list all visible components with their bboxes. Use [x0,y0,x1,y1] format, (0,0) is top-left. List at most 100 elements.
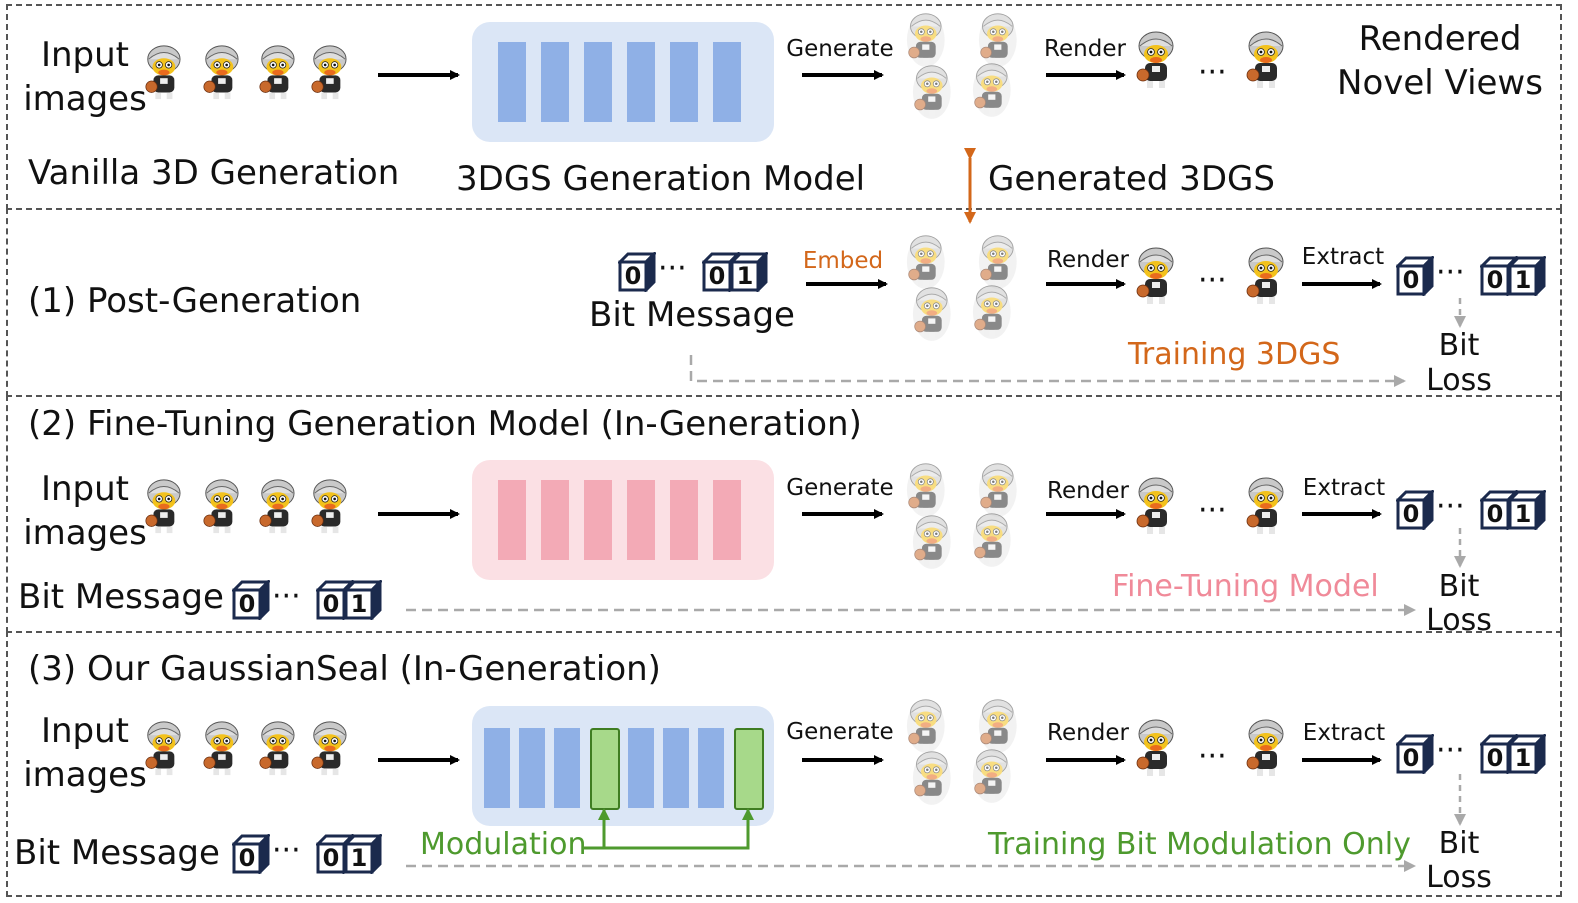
duck-character-icon [201,44,243,107]
ellipsis: ··· [1198,263,1227,298]
gaussian-splat-icon [906,462,946,522]
duck-character-icon [257,44,299,107]
ellipsis: ··· [1436,733,1465,768]
model-block-finetune [472,460,774,580]
bit-message-label: Bit Message [18,577,224,617]
duck-character-icon [257,720,299,783]
gaussian-splat-icon [978,12,1018,72]
gaussian-splat-icon [906,234,946,294]
bit-cube-icon: 0 [230,832,272,878]
row-title: (2) Fine-Tuning Generation Model (In-Gen… [28,404,862,444]
bit-loss-label: Bit [1438,328,1480,363]
dashed-loss-path [689,355,1406,387]
duck-character-icon [309,44,351,107]
render-label: Render [1047,478,1129,504]
render-label: Render [1044,36,1126,62]
ellipsis: ··· [1198,55,1227,90]
ellipsis: ··· [272,579,301,614]
ellipsis: ··· [658,251,687,286]
embed-label: Embed [802,248,884,274]
generate-label: Generate [786,475,894,501]
generate-label: Generate [786,719,894,745]
bit-loss-label: Loss [1426,603,1492,638]
duck-character-icon [1134,476,1178,542]
bit-loss-label: Bit [1438,826,1480,861]
bit-cube-icon: 0 [1394,488,1436,534]
modulation-connector [584,808,754,850]
training-label: Training 3DGS [1128,337,1341,372]
generated-label: Generated 3DGS [988,159,1275,199]
model-block-gaussianseal [472,706,774,826]
gaussian-splat-icon [912,64,952,124]
duck-character-icon [143,478,185,541]
render-label: Render [1047,247,1129,273]
gaussian-splat-icon [912,286,952,346]
bit-loss-label: Loss [1426,363,1492,398]
novel-views-label: Rendered [1358,19,1522,59]
duck-character-icon [1244,476,1288,542]
duck-character-icon [257,478,299,541]
input-label: Input [40,711,130,751]
duck-character-icon [1134,246,1178,312]
bit-cube-icon: 0 [230,578,272,624]
ellipsis: ··· [272,833,301,868]
generate-label: Generate [786,36,894,62]
gaussian-splat-icon [972,748,1012,808]
gaussian-splat-icon [972,284,1012,344]
gaussian-splat-icon [906,12,946,72]
bit-loss-label: Loss [1426,860,1492,895]
input-label: images [23,755,147,795]
extract-label: Extract [1301,244,1385,270]
duck-character-icon [1244,30,1288,96]
panel-gaussianseal [6,631,1562,897]
extract-label: Extract [1302,475,1386,501]
bit-loss-label: Bit [1438,569,1480,604]
input-label: Input [40,35,130,75]
bit-cube-icon: 1 [728,250,770,296]
input-label: images [23,79,147,119]
bit-cube-icon: 0 [1394,254,1436,300]
bit-cube-icon: 0 [1394,732,1436,778]
gaussian-splat-icon [912,514,952,574]
bit-message-label: Bit Message [14,833,220,873]
gaussian-splat-icon [978,462,1018,522]
gaussian-splat-icon [978,698,1018,758]
ellipsis: ··· [1436,489,1465,524]
gaussian-splat-icon [972,62,1012,122]
duck-character-icon [143,44,185,107]
bit-cube-icon: 0 [616,250,658,296]
row-caption: Vanilla 3D Generation [28,153,400,193]
duck-character-icon [1134,30,1178,96]
duck-character-icon [309,478,351,541]
ellipsis: ··· [1198,493,1227,528]
training-label: Training Bit Modulation Only [988,827,1411,862]
duck-character-icon [201,478,243,541]
input-label: images [23,513,147,553]
duck-character-icon [1244,246,1288,312]
gaussian-splat-icon [978,234,1018,294]
ellipsis: ··· [1198,739,1227,774]
render-label: Render [1047,720,1129,746]
model-label: 3DGS Generation Model [456,159,866,199]
model-block-vanilla [472,22,774,142]
row-title: (1) Post-Generation [28,281,362,321]
duck-character-icon [143,720,185,783]
ellipsis: ··· [1436,255,1465,290]
modulation-layer [734,728,764,810]
duck-character-icon [309,720,351,783]
bit-message-label: Bit Message [589,295,795,335]
gaussian-splat-icon [972,512,1012,572]
novel-views-label: Novel Views [1337,63,1543,103]
gaussian-splat-icon [912,750,952,810]
bit-cube-icon: 1 [1506,488,1548,534]
modulation-label: Modulation [420,827,587,862]
bit-cube-icon: 1 [1506,254,1548,300]
extract-label: Extract [1302,720,1386,746]
input-label: Input [40,469,130,509]
finetune-label: Fine-Tuning Model [1112,569,1379,604]
bit-cube-icon: 1 [1506,732,1548,778]
gaussian-splat-icon [906,698,946,758]
bit-cube-icon: 1 [342,832,384,878]
duck-character-icon [1134,718,1178,784]
